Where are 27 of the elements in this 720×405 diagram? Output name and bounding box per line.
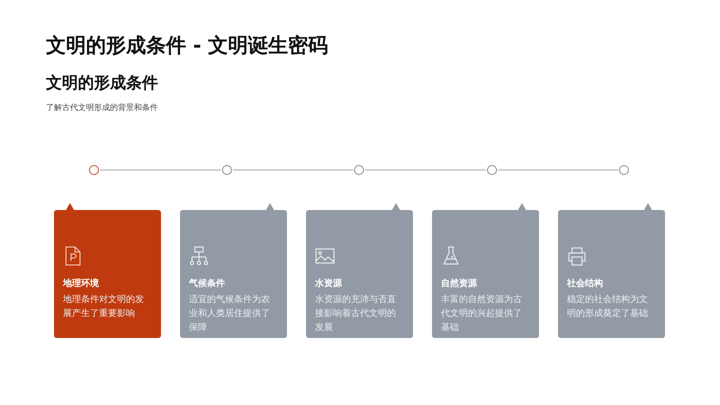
timeline-line xyxy=(100,169,221,171)
card-heading: 自然资源 xyxy=(441,278,477,290)
callout-card xyxy=(306,203,413,338)
slide-title: 文明的形成条件 - 文明诞生密码 xyxy=(46,32,328,59)
section-heading: 文明的形成条件 xyxy=(46,73,158,94)
callout-card xyxy=(180,203,287,338)
card-heading: 水资源 xyxy=(315,277,342,290)
card-text: 地理条件对文明的发展产生了重要影响 xyxy=(63,294,145,321)
timeline-dot xyxy=(354,165,364,175)
timeline-line xyxy=(233,169,353,171)
timeline-dot xyxy=(487,165,497,175)
card-text: 丰富的自然资源为古代文明的兴起提供了基础 xyxy=(441,294,523,335)
timeline-dot xyxy=(619,165,629,175)
card-heading: 地理环境 xyxy=(63,277,99,290)
timeline-line xyxy=(498,169,618,171)
card-text: 水资源的充沛与否直接影响着古代文明的发展 xyxy=(315,294,397,335)
callout-card xyxy=(54,203,161,338)
card-text: 适宜的气候条件为农业和人类居住提供了保障 xyxy=(189,294,271,335)
subtitle: 了解古代文明形成的背景和条件 xyxy=(46,102,158,113)
timeline-dot xyxy=(222,165,232,175)
card-heading: 气候条件 xyxy=(189,278,225,290)
card-text: 稳定的社会结构为文明的形成奠定了基础 xyxy=(567,294,649,321)
timeline-line xyxy=(365,169,486,171)
callout-card xyxy=(432,203,539,338)
timeline-dot xyxy=(89,165,99,175)
card-heading: 社会结构 xyxy=(567,277,603,290)
callout-card xyxy=(558,203,665,338)
